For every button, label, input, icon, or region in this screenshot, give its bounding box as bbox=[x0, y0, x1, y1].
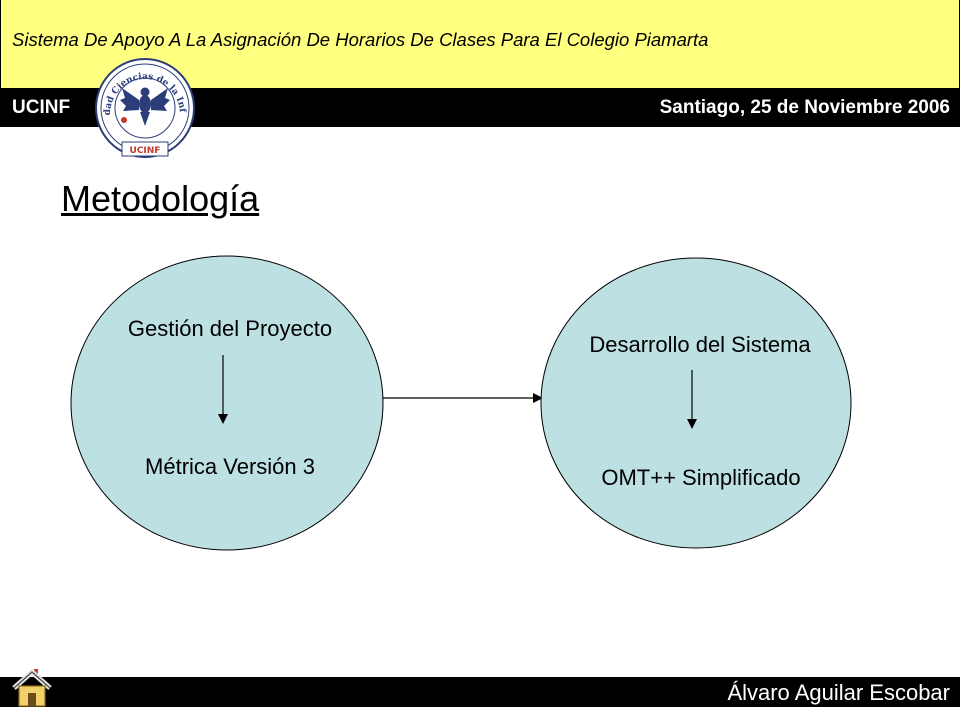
home-icon[interactable] bbox=[10, 666, 54, 710]
institution-label: UCINF bbox=[12, 97, 71, 118]
university-seal-logo: Universidad Ciencias de la Informática U… bbox=[92, 56, 195, 158]
presentation-subtitle: Sistema De Apoyo A La Asignación De Hora… bbox=[12, 29, 709, 50]
node-metrica-label: Métrica Versión 3 bbox=[145, 454, 315, 479]
node-project-management-label: Gestión del Proyecto bbox=[128, 316, 332, 341]
node-project-management bbox=[70, 255, 384, 551]
node-system-development bbox=[540, 257, 852, 549]
node-omt-label: OMT++ Simplificado bbox=[601, 465, 800, 490]
page-title: Metodología bbox=[61, 178, 260, 219]
date-label: Santiago, 25 de Noviembre 2006 bbox=[659, 97, 950, 118]
footer-bar bbox=[0, 677, 960, 707]
node-system-development-label: Desarrollo del Sistema bbox=[589, 332, 811, 357]
eagle-emblem bbox=[120, 87, 170, 126]
seal-banner-text: UCINF bbox=[130, 146, 161, 156]
author-name: Álvaro Aguilar Escobar bbox=[727, 680, 950, 705]
